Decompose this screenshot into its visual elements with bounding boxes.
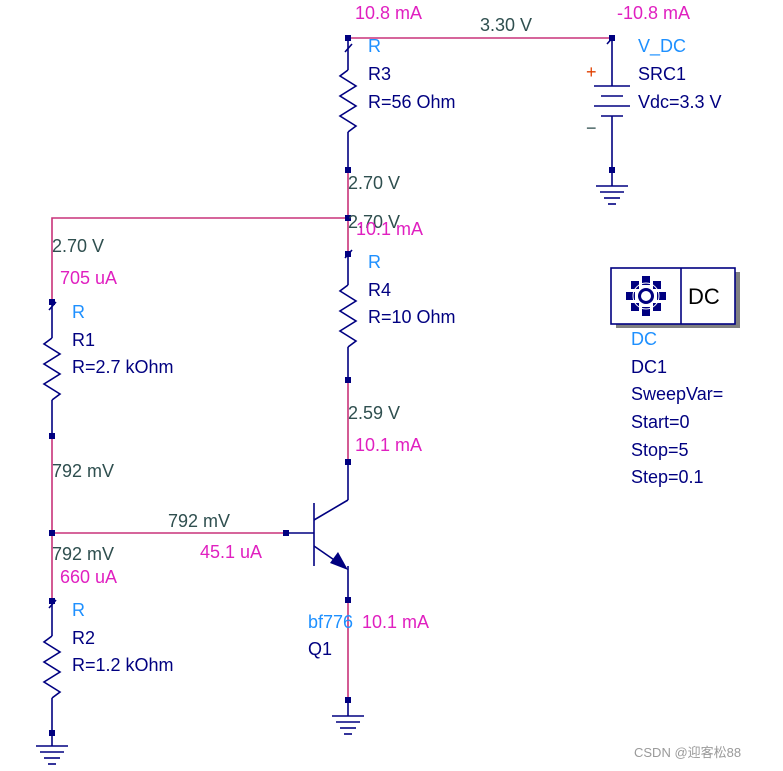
minus-sign: −: [586, 118, 597, 138]
resistor-r2[interactable]: [42, 598, 62, 746]
resistor-icon: [338, 69, 358, 133]
wire-junction-r1: [51, 217, 348, 302]
ground-icon: [596, 185, 628, 205]
dc-voltage-source-src1[interactable]: + −: [586, 35, 630, 186]
q1-name: Q1: [308, 639, 332, 659]
node-voltage: 792 mV: [52, 544, 114, 564]
plus-sign: +: [586, 62, 597, 82]
resistor-r1[interactable]: [42, 299, 62, 439]
src1-value: Vdc=3.3 V: [638, 92, 722, 112]
r4-type: R: [368, 252, 381, 272]
resistor-r3[interactable]: [338, 35, 358, 173]
src1-type: V_DC: [638, 36, 686, 57]
node-voltage: 2.70 V: [52, 236, 104, 256]
wires: [51, 37, 612, 700]
branch-current: 10.1 mA: [355, 435, 422, 455]
r3-value: R=56 Ohm: [368, 92, 456, 112]
ground-icon: [36, 745, 68, 765]
branch-current: -10.8 mA: [617, 3, 690, 23]
r1-type: R: [72, 302, 85, 322]
node-voltage: 2.70 V: [348, 173, 400, 193]
node-voltage: 3.30 V: [480, 15, 532, 35]
r2-value: R=1.2 kOhm: [72, 655, 174, 675]
resistor-icon: [338, 284, 358, 348]
watermark: CSDN @迎客松88: [634, 745, 741, 760]
ground-icon: [332, 697, 364, 735]
node-voltage: 792 mV: [52, 461, 114, 481]
r1-name: R1: [72, 330, 95, 350]
branch-current: 705 uA: [60, 268, 117, 288]
node-voltage: 2.70 V: [348, 212, 400, 232]
node-voltage: 792 mV: [168, 511, 230, 531]
component-labels: R R3 R=56 Ohm R R4 R=10 Ohm R R1 R=2.7 k…: [72, 36, 723, 675]
dc1-param: Step=0.1: [631, 467, 704, 487]
npn-transistor-q1[interactable]: [283, 459, 351, 603]
dc-simulation-controller[interactable]: DC: [610, 267, 740, 328]
node-voltage-labels: 3.30 V 2.70 V 2.70 V 2.70 V 2.59 V 792 m…: [52, 15, 532, 564]
src1-name: SRC1: [638, 64, 686, 84]
branch-current: 45.1 uA: [200, 542, 262, 562]
branch-current: 10.8 mA: [355, 3, 422, 23]
resistor-icon: [42, 635, 62, 699]
dc-simulation-icon: [626, 276, 666, 316]
dc1-param: Start=0: [631, 412, 690, 432]
dc1-type: DC: [631, 329, 657, 349]
dc1-param: SweepVar=: [631, 384, 723, 404]
branch-current: 10.1 mA: [362, 612, 429, 632]
r4-value: R=10 Ohm: [368, 307, 456, 327]
dc1-name: DC1: [631, 357, 667, 377]
r3-name: R3: [368, 64, 391, 84]
dc-box-label: DC: [688, 284, 720, 309]
r4-name: R4: [368, 280, 391, 300]
node-voltage: 2.59 V: [348, 403, 400, 423]
r2-type: R: [72, 600, 85, 620]
resistor-icon: [42, 337, 62, 401]
q1-model: bf776: [308, 612, 353, 632]
r1-value: R=2.7 kOhm: [72, 357, 174, 377]
r3-type: R: [368, 36, 381, 56]
junction-dot: [345, 215, 351, 221]
branch-current-labels: 10.8 mA -10.8 mA 10.1 mA 705 uA 10.1 mA …: [60, 3, 690, 632]
branch-current: 10.1 mA: [356, 219, 423, 239]
battery-icon: [594, 85, 630, 117]
npn-transistor-icon: [286, 462, 349, 600]
branch-current: 660 uA: [60, 567, 117, 587]
junction-dot: [49, 530, 55, 536]
dc1-param: Stop=5: [631, 440, 689, 460]
r2-name: R2: [72, 628, 95, 648]
resistor-r4[interactable]: [338, 249, 358, 383]
